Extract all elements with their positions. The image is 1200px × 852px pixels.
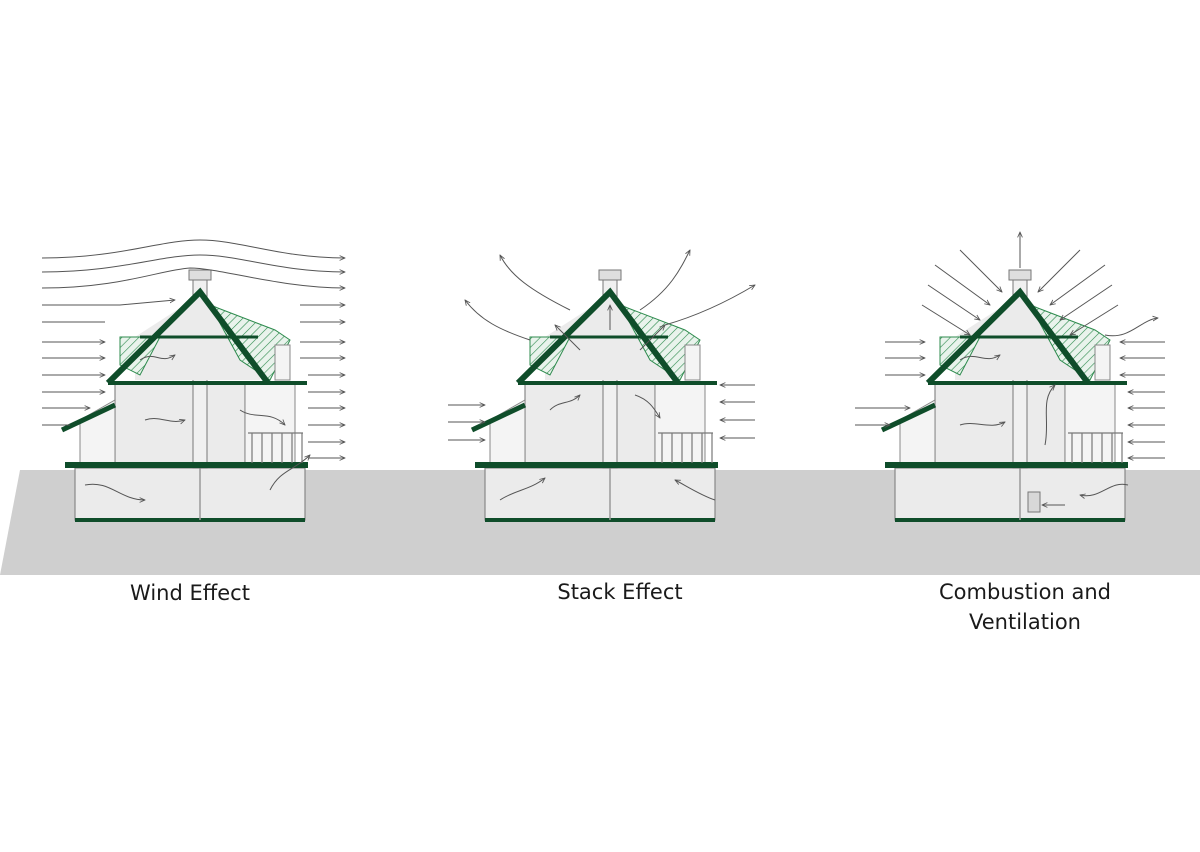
infiltration-arrows — [448, 385, 755, 440]
interior-air-arrows — [959, 355, 1129, 505]
interior-air-arrows — [499, 395, 716, 501]
combustion-ventilation-panel — [820, 232, 1200, 575]
wind-effect-panel — [0, 239, 450, 575]
diagonal-inflow-arrows — [921, 249, 1119, 335]
outflow-arrows — [465, 250, 755, 351]
side-inflow-arrows — [855, 318, 1165, 458]
house-section — [820, 270, 1200, 575]
caption-line-2: Ventilation — [969, 610, 1081, 634]
stack-effect-panel — [410, 250, 860, 575]
combustion-ventilation-caption: Combustion and Ventilation — [900, 577, 1150, 637]
caption-line-1: Combustion and — [939, 580, 1111, 604]
interior-air-arrows — [84, 355, 310, 500]
furnace-unit — [1027, 491, 1041, 513]
stack-effect-caption: Stack Effect — [557, 580, 683, 604]
house-section — [0, 270, 450, 575]
wind-effect-caption: Wind Effect — [130, 581, 250, 605]
wind-flow-lines — [41, 239, 345, 458]
